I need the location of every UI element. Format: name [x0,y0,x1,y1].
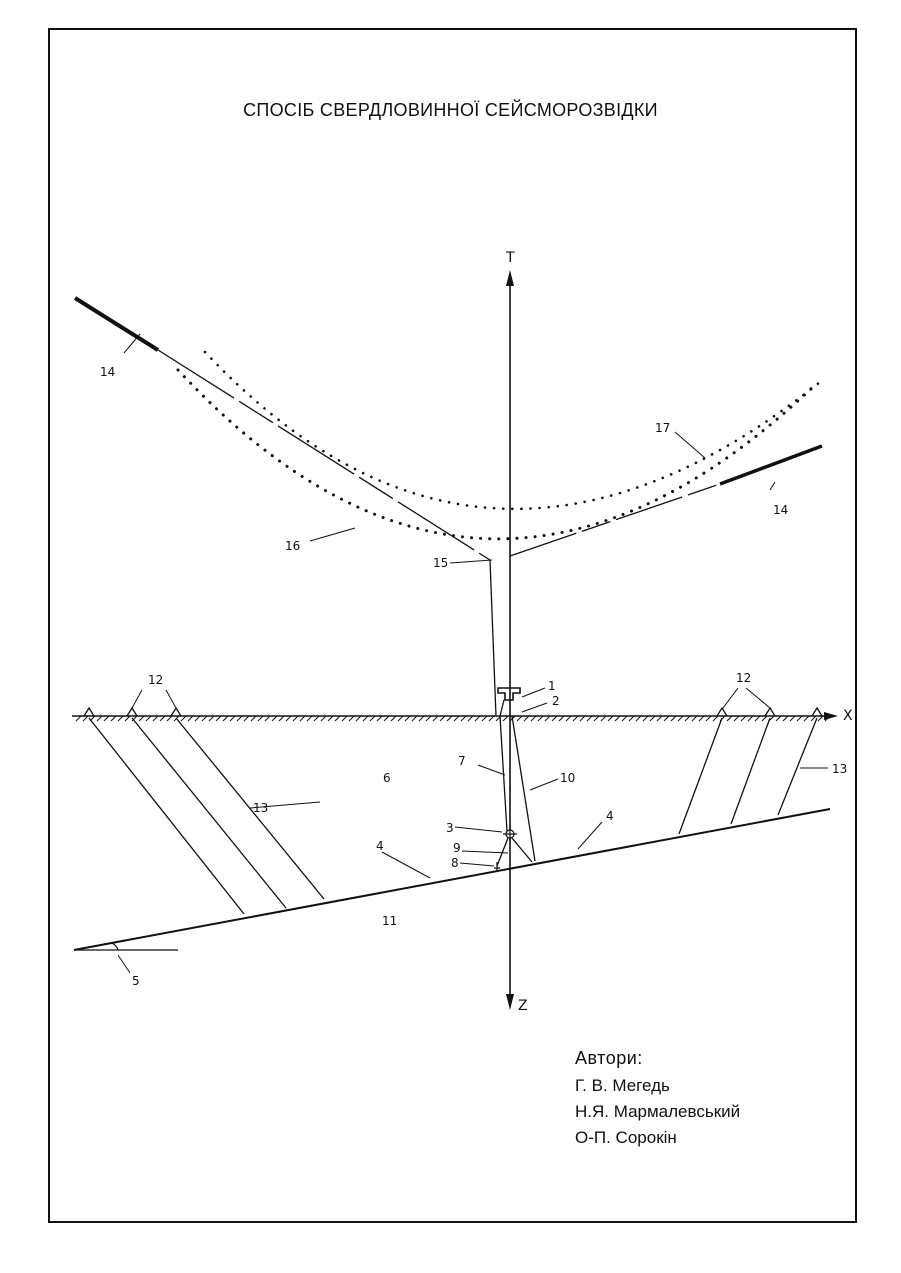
label-5: 5 [132,974,140,988]
borehole-rays [497,700,535,866]
label-4-left: 4 [376,839,384,853]
label-10: 10 [560,771,575,785]
label-3: 3 [446,821,454,835]
label-4-right: 4 [606,809,614,823]
receivers-left [84,708,181,716]
lower-source [494,862,500,871]
label-7: 7 [458,754,466,768]
label-13-left: 13 [253,801,268,815]
source-point [503,827,517,841]
source-device [498,688,520,700]
label-14-right: 14 [773,503,788,517]
traveltime-curve [75,298,822,716]
receivers-right [717,708,822,716]
t-axis-arrow [506,270,514,286]
z-axis-label: Z [518,998,528,1014]
label-12-right: 12 [736,671,751,685]
authors-heading: Автори: [575,1045,740,1071]
label-6: 6 [383,771,391,785]
label-16: 16 [285,539,300,553]
reflected-rays [89,718,817,914]
label-14-left: 14 [100,365,115,379]
label-8: 8 [451,856,459,870]
t-axis-label: T [505,250,515,266]
author-name: О-П. Сорокін [575,1125,740,1151]
authors-block: Автори: Г. В. Мегедь Н.Я. Мармалевський … [575,1045,740,1151]
x-axis-label: X [843,708,853,724]
dotted-curve-17 [205,352,820,509]
label-11: 11 [382,914,397,928]
label-13-right: 13 [832,762,847,776]
label-15: 15 [433,556,448,570]
author-name: Н.Я. Мармалевський [575,1099,740,1125]
label-2: 2 [552,694,560,708]
x-axis-arrow [824,712,838,720]
author-name: Г. В. Мегедь [575,1073,740,1099]
dotted-curve-16 [178,370,815,539]
label-12-left: 12 [148,673,163,687]
leader-lines [118,334,828,973]
z-axis-arrow [506,994,514,1010]
label-1: 1 [548,679,556,693]
angle-arc [112,943,118,950]
label-17: 17 [655,421,670,435]
label-9: 9 [453,841,461,855]
